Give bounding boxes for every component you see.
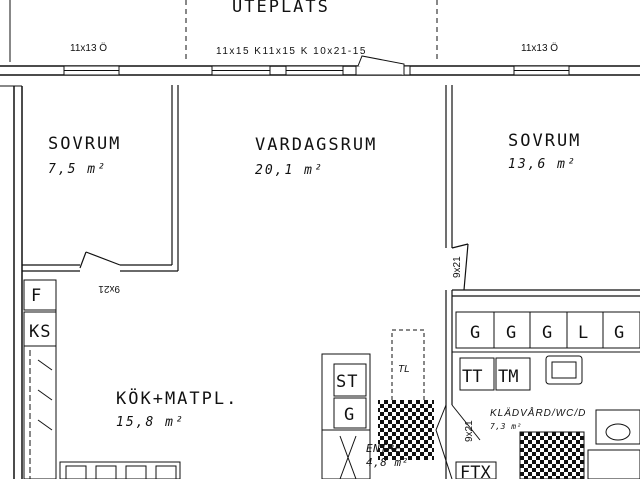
kitchen-name: KÖK+MATPL. [116, 387, 238, 409]
storage-g-label: G [344, 405, 356, 425]
entry-name: ENTRE [366, 442, 402, 455]
hall-storage [321, 353, 371, 479]
bedroom-left-area: 7,5 m² [48, 162, 107, 177]
bedroom-right-area: 13,6 m² [508, 157, 577, 172]
bath-name: KLÄDVÅRD/WC/D [490, 406, 586, 419]
tm-label: TM [498, 367, 518, 387]
laundry-units [452, 351, 640, 391]
kitchen-area: 15,8 m² [116, 415, 185, 430]
window-right [513, 65, 570, 76]
wardrobe-4-label: L [578, 323, 590, 343]
living-room-area: 20,1 m² [255, 163, 324, 178]
bedroom-right-name: SOVRUM [508, 131, 581, 151]
entry-area: 4,8 m² [366, 456, 409, 469]
terrace-label: UTEPLATS [232, 0, 330, 17]
window-center-label: 11x15 K11x15 K 10x21-15 [216, 46, 367, 57]
tl-label: TL [398, 364, 410, 375]
door-bedroom-right-label: 9x21 [452, 256, 463, 278]
ftx-label: FTX [460, 463, 491, 479]
tt-label: TT [462, 367, 482, 387]
bath-fixtures [435, 404, 640, 479]
bedroom-left-name: SOVRUM [48, 134, 121, 154]
freezer-label: F [31, 286, 43, 306]
fridge-label: KS [29, 322, 51, 342]
wardrobe-row [455, 311, 640, 349]
wardrobe-5-label: G [614, 323, 626, 343]
storage-st-label: ST [336, 372, 358, 392]
door-bedroom-left-label: 9x21 [98, 283, 120, 294]
door-bath-label: 9x21 [464, 420, 475, 442]
wardrobe-1-label: G [470, 323, 482, 343]
wardrobe-3-label: G [542, 323, 554, 343]
terrace-outline [9, 0, 438, 62]
kitchen-cabinets-left [23, 279, 57, 479]
exterior-wall-left [13, 86, 23, 479]
window-right-label: 11x13 Ö [521, 42, 558, 54]
dining-table [59, 461, 181, 479]
interior-walls [22, 85, 640, 479]
living-room-name: VARDAGSRUM [255, 135, 377, 155]
entry-doormat [378, 400, 434, 460]
window-left [63, 65, 120, 76]
wardrobe-2-label: G [506, 323, 518, 343]
window-left-label: 11x13 Ö [70, 42, 107, 54]
window-center [211, 55, 411, 76]
bath-area: 7,3 m² [490, 422, 522, 431]
